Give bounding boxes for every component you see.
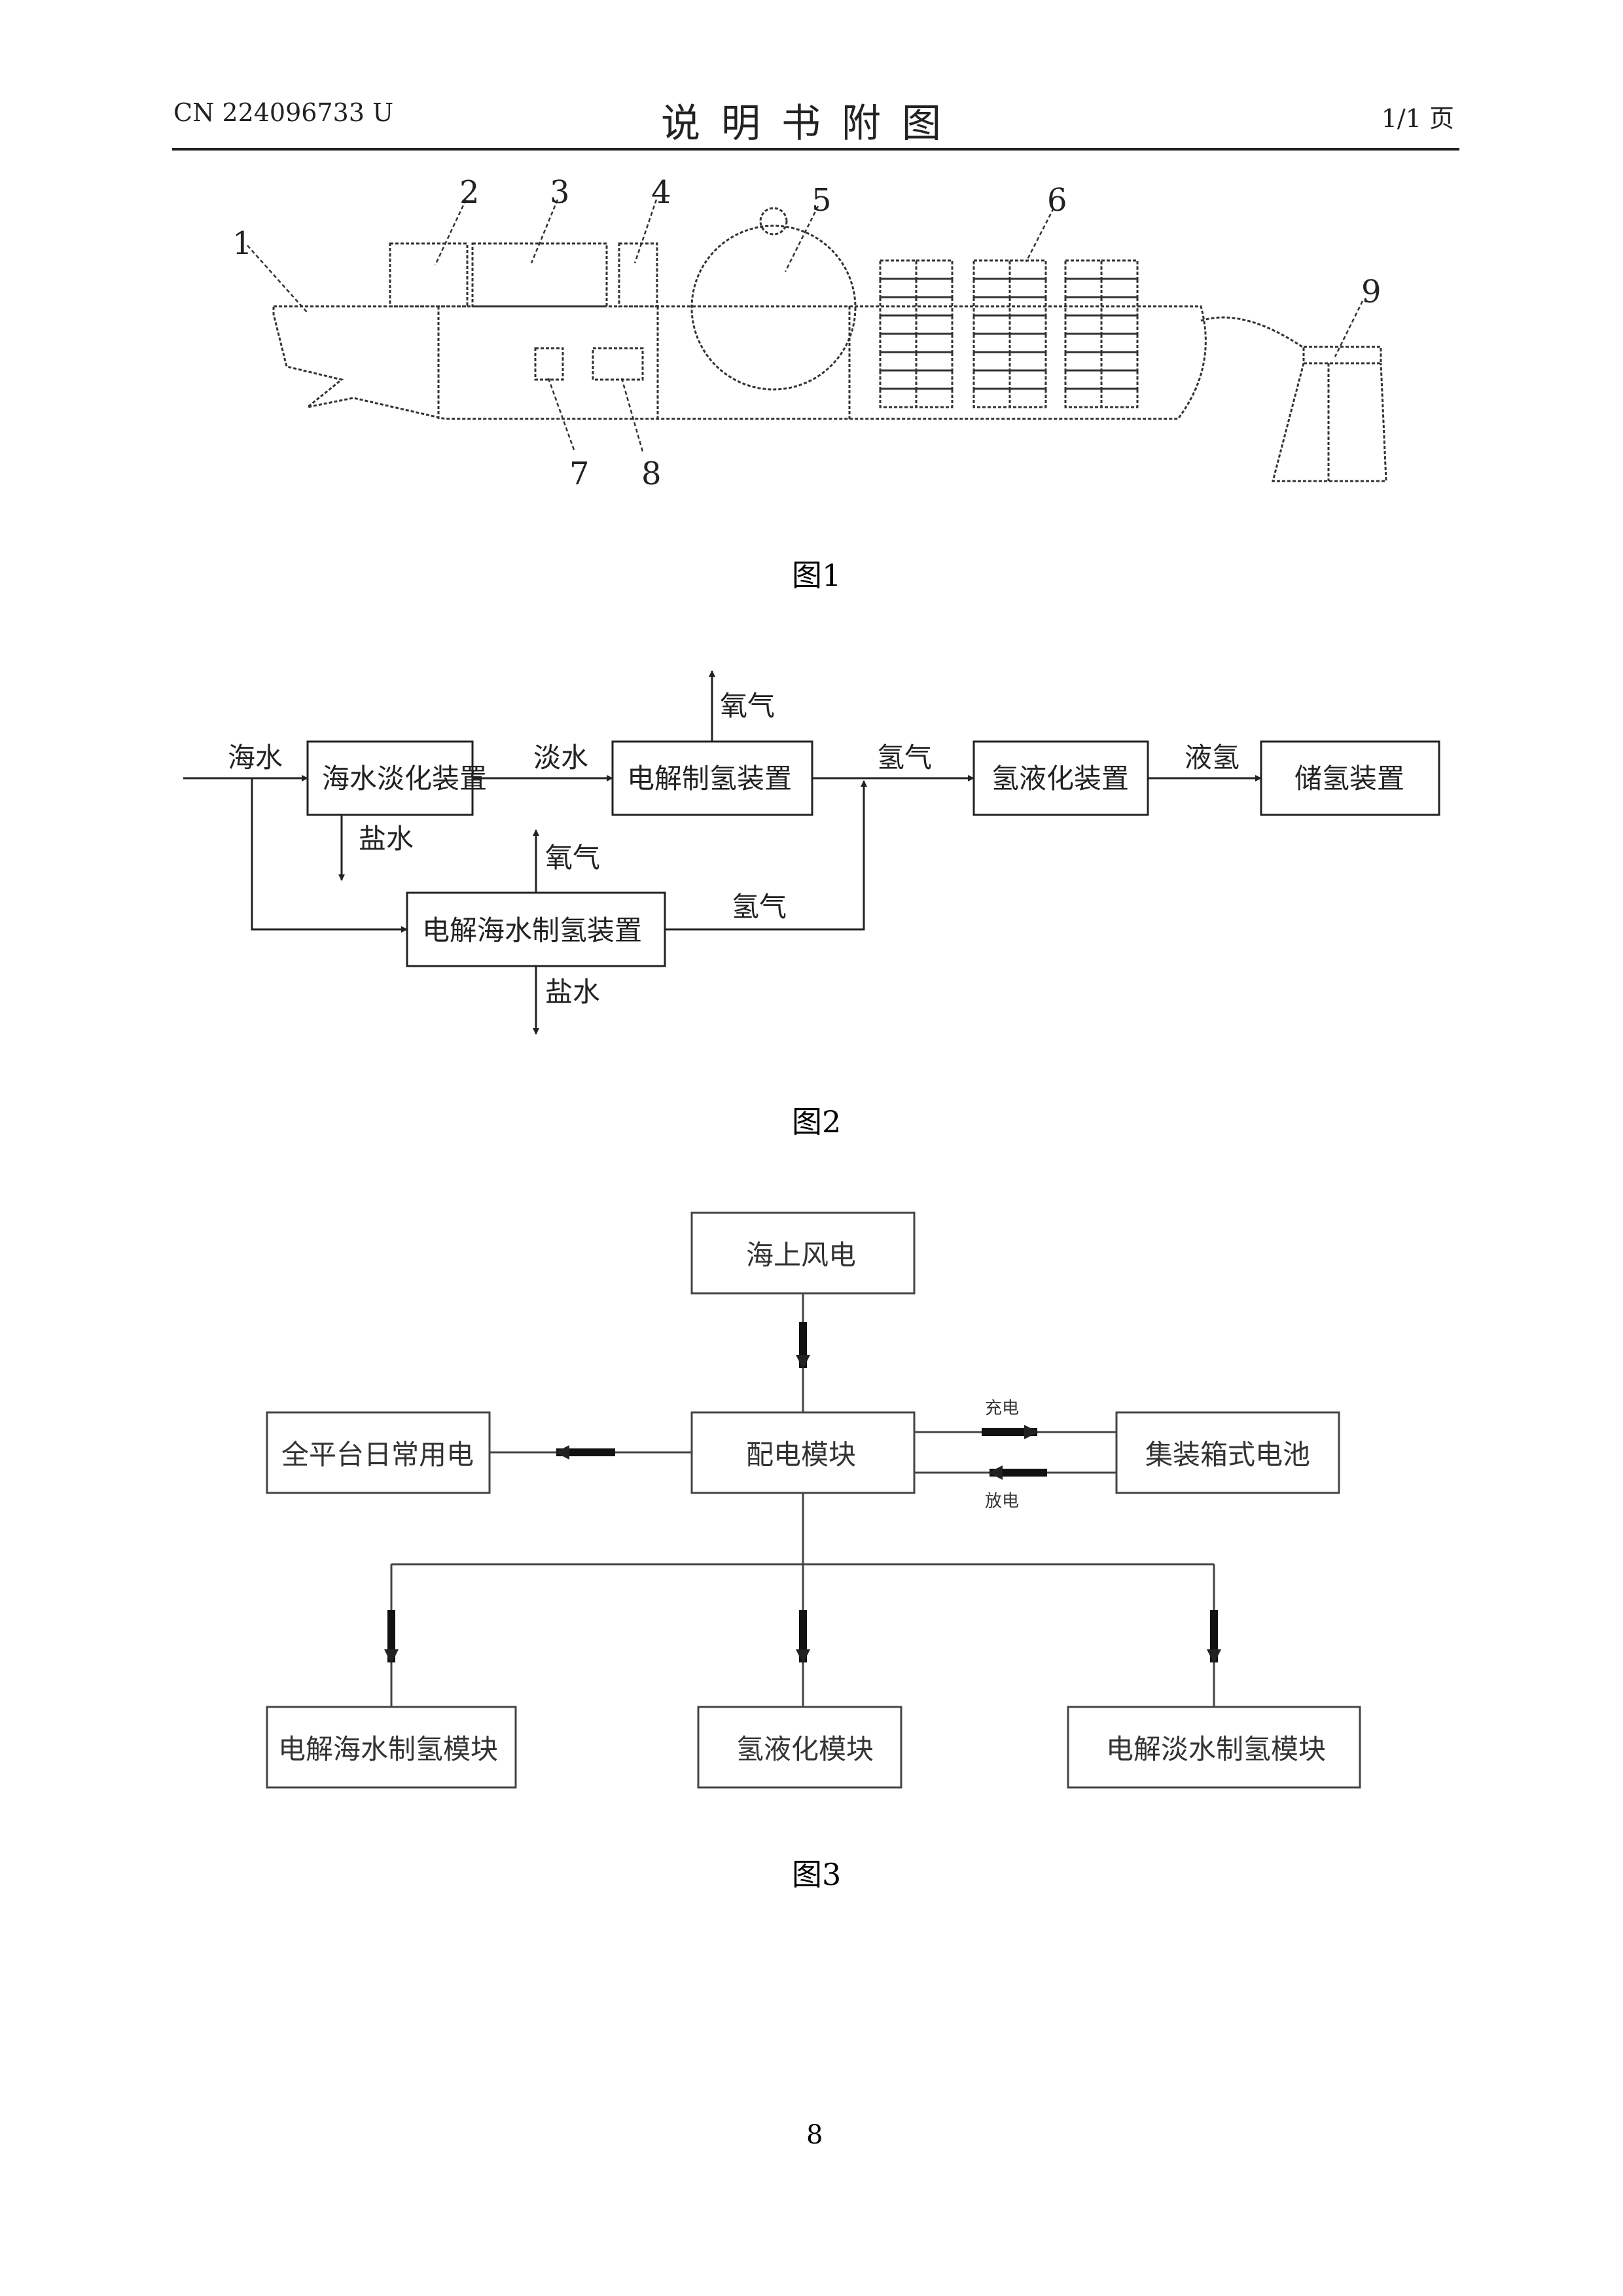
ref-5: 5: [812, 182, 832, 219]
container-unit: [1010, 334, 1046, 352]
container-unit: [880, 315, 916, 334]
label-brine-2: 盐水: [545, 976, 600, 1008]
container-unit: [1010, 352, 1046, 370]
container-unit: [974, 370, 1010, 389]
container-unit: [916, 279, 952, 297]
label-liquefaction-module: 氢液化模块: [736, 1733, 874, 1765]
label-charge: 充电: [985, 1399, 1019, 1418]
container-unit: [1010, 279, 1046, 297]
fig3-power-diagram: 海上风电 配电模块 全平台日常用电 集装箱式电池 充电 放电 电解海水制氢模块 …: [267, 1213, 1360, 1787]
container-unit: [974, 279, 1010, 297]
ref-7: 7: [569, 456, 590, 492]
container-unit: [1101, 334, 1137, 352]
container-unit: [1010, 315, 1046, 334]
deck-module-4: [619, 243, 657, 306]
container-unit: [974, 315, 1010, 334]
container-unit: [880, 334, 916, 352]
page-number: 8: [806, 2120, 823, 2150]
container-unit: [974, 352, 1010, 370]
label-seawater: 海水: [228, 742, 283, 774]
ref-3: 3: [550, 174, 570, 211]
container-unit: [880, 389, 916, 407]
label-daily-power: 全平台日常用电: [281, 1439, 474, 1471]
container-unit: [916, 260, 952, 279]
label-battery: 集装箱式电池: [1145, 1439, 1310, 1471]
container-unit: [1065, 389, 1101, 407]
container-unit: [916, 352, 952, 370]
fig1-caption: 图1: [792, 558, 841, 593]
container-unit: [1101, 352, 1137, 370]
spherical-tank-5: [692, 226, 855, 389]
container-stack-6: [880, 260, 1137, 407]
label-oxygen-2: 氧气: [545, 842, 600, 874]
container-unit: [1010, 260, 1046, 279]
cabin-module-8: [593, 348, 643, 380]
container-unit: [880, 370, 916, 389]
deck-module-3: [473, 243, 607, 306]
label-electrolysis: 电解制氢装置: [627, 762, 792, 795]
container-unit: [1065, 315, 1101, 334]
label-seawater-electrolysis: 电解海水制氢装置: [422, 914, 642, 946]
fig2-caption: 图2: [792, 1104, 841, 1139]
container-unit: [916, 389, 952, 407]
ref-4: 4: [651, 174, 671, 211]
fig1-leader-lines: [247, 200, 1363, 452]
ref-9: 9: [1361, 274, 1382, 310]
transfer-hose: [1201, 317, 1302, 347]
container-unit: [1101, 260, 1137, 279]
label-hydrogen-main: 氢气: [877, 742, 932, 774]
fig1-vessel: [274, 208, 1386, 481]
tank-dome: [760, 208, 787, 234]
container-unit: [1065, 260, 1101, 279]
container-unit: [916, 315, 952, 334]
container-unit: [1101, 370, 1137, 389]
label-oxygen-top: 氧气: [720, 690, 775, 722]
container-unit: [880, 352, 916, 370]
container-unit: [1010, 389, 1046, 407]
container-unit: [974, 389, 1010, 407]
container-unit: [974, 260, 1010, 279]
container-unit: [880, 279, 916, 297]
container-unit: [1065, 334, 1101, 352]
container-unit: [1010, 370, 1046, 389]
ref-2: 2: [459, 174, 480, 211]
fig3-caption: 图3: [792, 1857, 841, 1892]
ref-8: 8: [641, 456, 662, 492]
container-unit: [1065, 279, 1101, 297]
deck-module-2: [390, 243, 467, 306]
cabin-module-7: [535, 348, 563, 380]
container-unit: [916, 334, 952, 352]
container-unit: [1101, 315, 1137, 334]
label-seawater-module: 电解海水制氢模块: [278, 1733, 498, 1765]
label-storage: 储氢装置: [1294, 762, 1404, 795]
container-unit: [974, 334, 1010, 352]
buoy-cap-9: [1304, 347, 1381, 363]
label-desalination: 海水淡化装置: [322, 762, 487, 795]
container-unit: [1065, 352, 1101, 370]
fig1-reference-numerals: 1 2 3 4 5 6 7 8 9: [232, 174, 1382, 492]
label-liquefaction: 氢液化装置: [991, 762, 1129, 795]
container-unit: [880, 260, 916, 279]
container-unit: [1101, 389, 1137, 407]
label-freshwater: 淡水: [533, 742, 588, 774]
label-distribution: 配电模块: [746, 1439, 856, 1471]
label-brine-1: 盐水: [359, 823, 414, 855]
ref-6: 6: [1047, 182, 1067, 219]
container-unit: [916, 370, 952, 389]
label-hydrogen-2: 氢气: [732, 891, 787, 923]
ref-1: 1: [232, 225, 253, 262]
container-unit: [1065, 370, 1101, 389]
label-freshwater-module: 电解淡水制氢模块: [1106, 1733, 1326, 1765]
label-discharge: 放电: [985, 1492, 1019, 1511]
container-unit: [1101, 279, 1137, 297]
fig2-flowchart: 海水 海水淡化装置 淡水 电解制氢装置 氧气 氢气 氢液化装置 液氢 储氢装置 …: [183, 671, 1439, 1034]
label-liquid-h2: 液氢: [1185, 742, 1240, 774]
label-wind: 海上风电: [746, 1239, 856, 1271]
